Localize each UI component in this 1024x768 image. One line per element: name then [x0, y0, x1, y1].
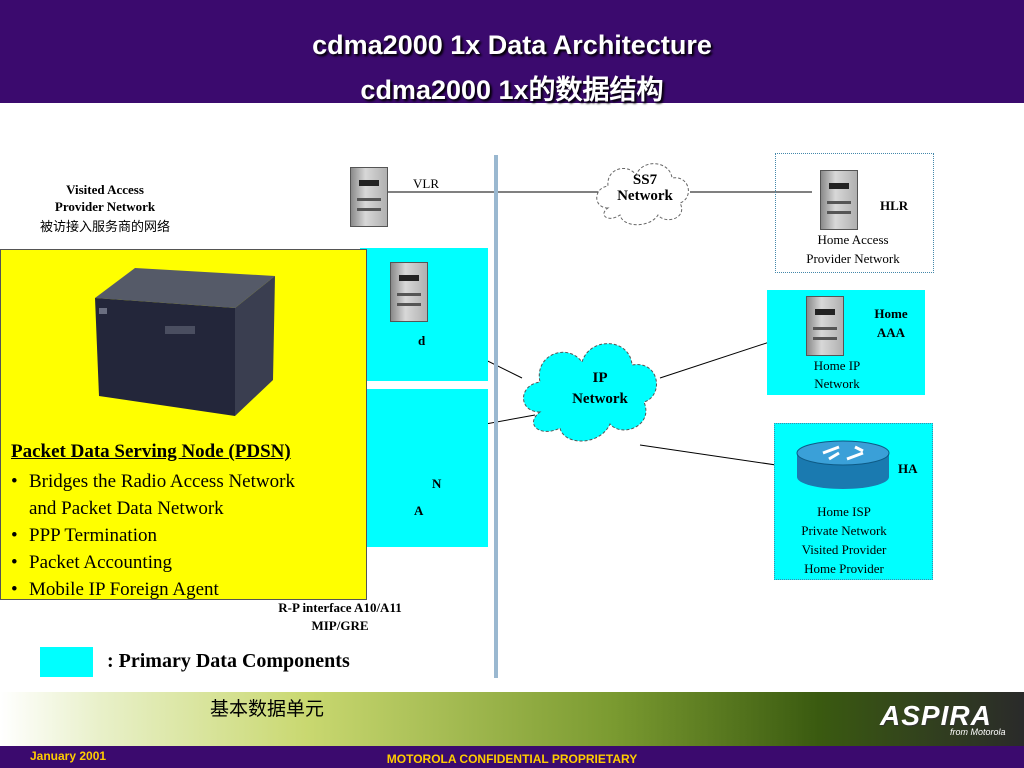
pdsn-partial-label: N: [432, 476, 442, 491]
router-icon: [796, 440, 890, 489]
vlr-server-icon: [350, 167, 388, 227]
pdsn-feature-item: Packet Accounting: [11, 549, 295, 576]
home-ip-label-1: Home IP: [813, 358, 861, 373]
home-isp-label-3: Visited Provider: [801, 542, 887, 557]
home-isp-label-2: Private Network: [801, 523, 887, 538]
pdsn-feature-item: and Packet Data Network: [29, 498, 224, 519]
legend-swatch: [40, 647, 93, 677]
vlr-label: VLR: [413, 176, 439, 191]
ip-network-cloud-icon: [523, 343, 657, 442]
legend-label: : Primary Data Components: [107, 650, 350, 672]
visited-aaa-server-icon: [390, 262, 428, 322]
visited-aaa-partial-label: d: [418, 333, 426, 348]
home-ip-network-box: [767, 290, 925, 395]
visited-network-label-cn: 被访接入服务商的网络: [39, 219, 170, 234]
footer-confidential: MOTOROLA CONFIDENTIAL PROPRIETARY: [386, 752, 638, 766]
aspira-logo: ASPIRA: [880, 700, 992, 731]
pdsn-title: Packet Data Serving Node (PDSN): [11, 441, 291, 462]
footer-date: January 2001: [30, 749, 107, 763]
slide-subtitle: cdma2000 1x的数据结构: [360, 75, 664, 105]
hlr-label: HLR: [880, 198, 909, 213]
rp-interface-label-2: MIP/GRE: [311, 618, 369, 633]
ip-network-label-2: Network: [572, 391, 628, 407]
ss7-label-2: Network: [617, 188, 673, 204]
ss7-label-1: SS7: [632, 172, 658, 188]
fa-partial-label: A: [414, 503, 424, 518]
footer-strip: [0, 692, 1024, 746]
title-banner: [0, 0, 1024, 103]
home-isp-label-1: Home ISP: [817, 504, 871, 519]
home-access-label-1: Home Access: [817, 232, 889, 247]
home-access-label-2: Provider Network: [806, 251, 900, 266]
legend-label-cn: 基本数据单元: [210, 699, 325, 720]
pdsn-device-icon: [95, 268, 275, 416]
home-aaa-label-1: Home: [874, 306, 908, 321]
pdsn-feature-list: Bridges the Radio Access Network and Pac…: [11, 468, 295, 603]
aspira-logo-sub: from Motorola: [950, 727, 1006, 737]
hlr-server-icon: [820, 170, 858, 230]
home-access-provider-box: [775, 153, 934, 273]
pdsn-feature-item: Mobile IP Foreign Agent: [11, 576, 295, 603]
ha-label: HA: [898, 461, 918, 476]
ip-network-label-1: IP: [592, 370, 608, 386]
visited-network-label-2: Provider Network: [54, 199, 156, 214]
visited-network-label-1: Visited Access: [66, 182, 144, 197]
pdsn-box: [360, 389, 488, 547]
home-aaa-label-2: AAA: [876, 325, 906, 340]
home-ip-label-2: Network: [814, 376, 860, 391]
home-aaa-server-icon: [806, 296, 844, 356]
pdsn-feature-item: PPP Termination: [11, 522, 295, 549]
ss7-cloud-icon: [596, 163, 689, 226]
pdsn-feature-item: Bridges the Radio Access Network: [11, 468, 295, 495]
footer-bar: [0, 746, 1024, 768]
rp-interface-label-1: R-P interface A10/A11: [278, 600, 402, 615]
slide-title: cdma2000 1x Data Architecture: [312, 30, 712, 60]
home-isp-label-4: Home Provider: [804, 561, 884, 576]
